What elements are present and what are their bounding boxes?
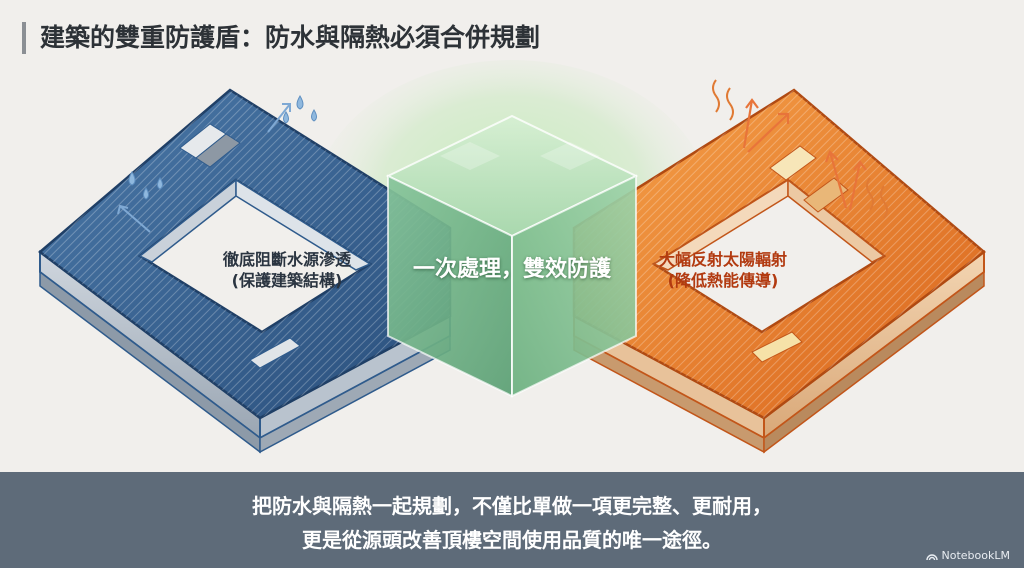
water-drop-icons: [128, 95, 317, 200]
brand-name: NotebookLM: [941, 549, 1010, 562]
footer-line-2: 更是從源頭改善頂樓空間使用品質的唯一途徑。: [302, 528, 722, 552]
notebooklm-logo-icon: [925, 553, 938, 560]
center-label: 一次處理，雙效防護: [412, 257, 611, 282]
insulation-label: 大幅反射太陽輻射 (降低熱能傳導): [648, 250, 798, 292]
solar-reflection-arrows: [742, 98, 867, 211]
center-cube: [385, 114, 639, 398]
water-repel-arrows: [117, 103, 291, 233]
insulation-label-line1: 大幅反射太陽輻射: [658, 250, 787, 269]
waterproof-frame: [38, 88, 452, 454]
insulation-frame: [572, 79, 986, 454]
waterproof-label-line1: 徹底阻斷水源滲透: [222, 250, 351, 269]
dual-shield-diagram: [38, 60, 986, 454]
page-title: 建築的雙重防護盾：防水與隔熱必須合併規劃: [22, 22, 540, 54]
waterproof-label-line2: (保護建築結構): [231, 270, 343, 290]
heat-wave-icons: [712, 79, 888, 219]
footer-line-1: 把防水與隔熱一起規劃，不僅比單做一項更完整、更耐用，: [252, 494, 772, 518]
waterproof-label: 徹底阻斷水源滲透 (保護建築結構): [212, 250, 362, 292]
footer-banner: 把防水與隔熱一起規劃，不僅比單做一項更完整、更耐用， 更是從源頭改善頂樓空間使用…: [0, 472, 1024, 568]
brand-watermark: NotebookLM: [925, 549, 1010, 562]
insulation-label-line2: (降低熱能傳導): [667, 270, 779, 290]
